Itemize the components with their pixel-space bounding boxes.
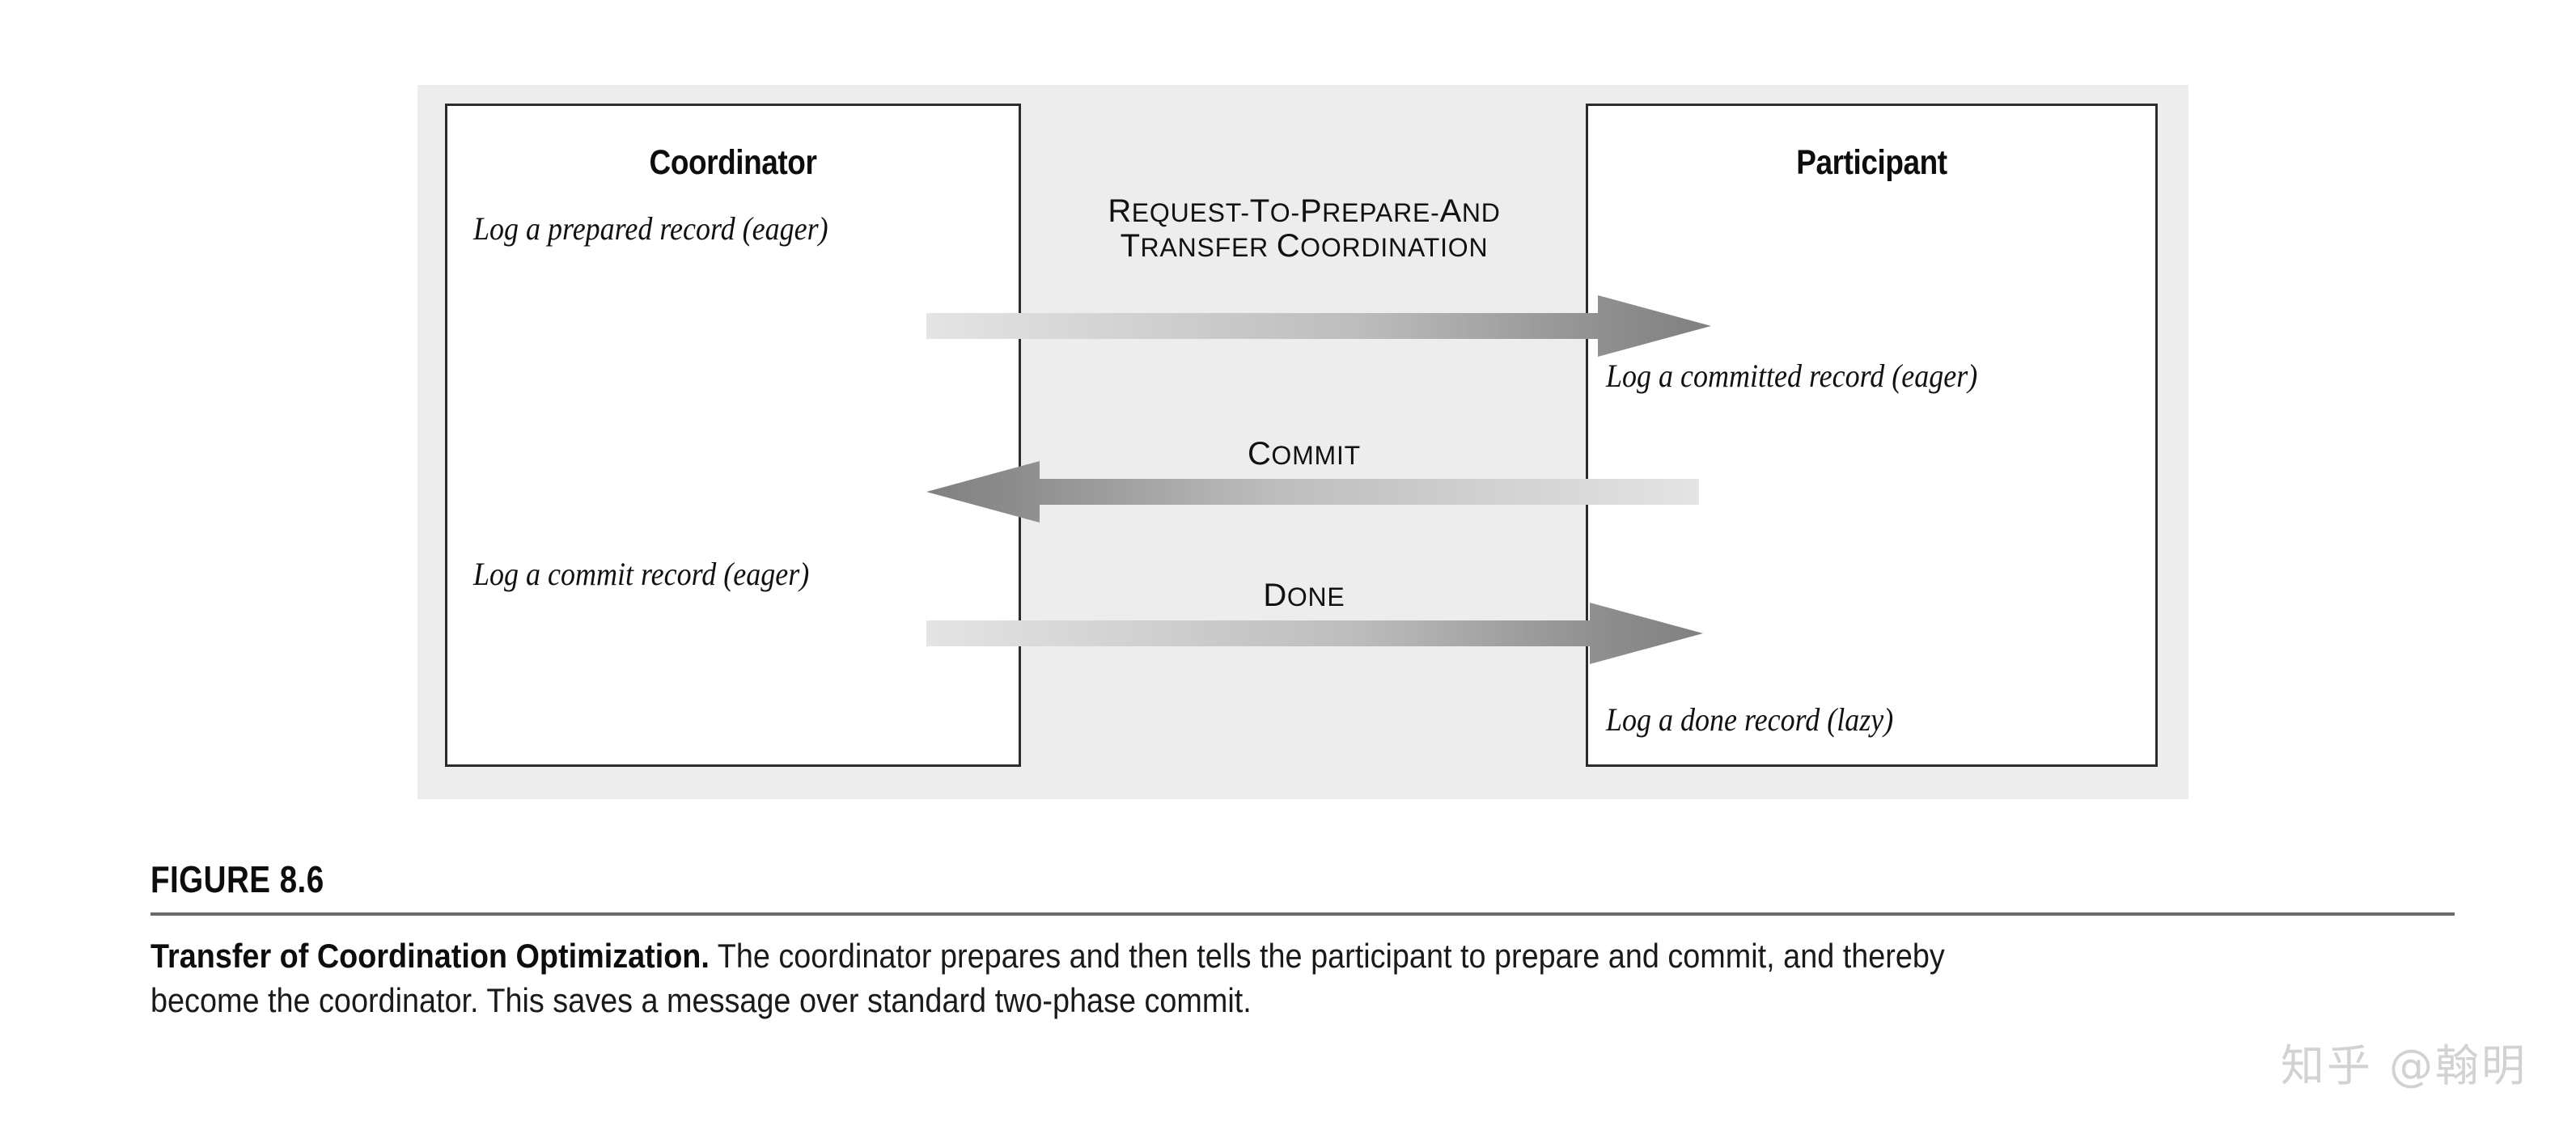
- message-label-request-line1: REQUEST-TO-PREPARE-AND: [1108, 193, 1501, 229]
- figure-caption-title: Transfer of Coordination Optimization.: [150, 937, 710, 975]
- coordinator-note-prepared: Log a prepared record (eager): [473, 210, 828, 247]
- message-label-request-to-prepare: REQUEST-TO-PREPARE-AND TRANSFER COORDINA…: [1021, 193, 1587, 265]
- message-label-done-text: DONE: [1263, 578, 1345, 613]
- figure-illustration: Coordinator Log a prepared record (eager…: [417, 85, 2188, 799]
- message-label-request-line2: TRANSFER COORDINATION: [1120, 228, 1489, 265]
- participant-box: Participant Log a committed record (eage…: [1586, 104, 2158, 767]
- coordinator-title: Coordinator: [649, 143, 817, 182]
- message-label-commit-text: COMMIT: [1247, 436, 1362, 472]
- message-label-done: DONE: [1021, 578, 1587, 613]
- participant-note-committed: Log a committed record (eager): [1606, 358, 1978, 394]
- participant-note-done: Log a done record (lazy): [1606, 701, 1894, 738]
- figure-number: FIGURE 8.6: [150, 858, 324, 900]
- arrow-commit-left: [926, 461, 1699, 523]
- arrow-request-to-prepare-right: [926, 295, 1711, 357]
- watermark: 知乎 @翰明: [2280, 1040, 2527, 1091]
- figure-caption-body: The coordinator prepares and then tells …: [150, 937, 1945, 1020]
- figure-caption-text: Transfer of Coordination Optimization. T…: [150, 933, 2015, 1023]
- coordinator-box: Coordinator Log a prepared record (eager…: [445, 104, 1021, 767]
- caption-divider: [150, 912, 2455, 916]
- arrow-done-right: [926, 603, 1703, 664]
- participant-title: Participant: [1796, 143, 1947, 182]
- figure-caption-block: FIGURE 8.6 Transfer of Coordination Opti…: [150, 857, 2456, 1023]
- message-label-commit: COMMIT: [1021, 436, 1587, 472]
- coordinator-note-commit: Log a commit record (eager): [473, 556, 810, 592]
